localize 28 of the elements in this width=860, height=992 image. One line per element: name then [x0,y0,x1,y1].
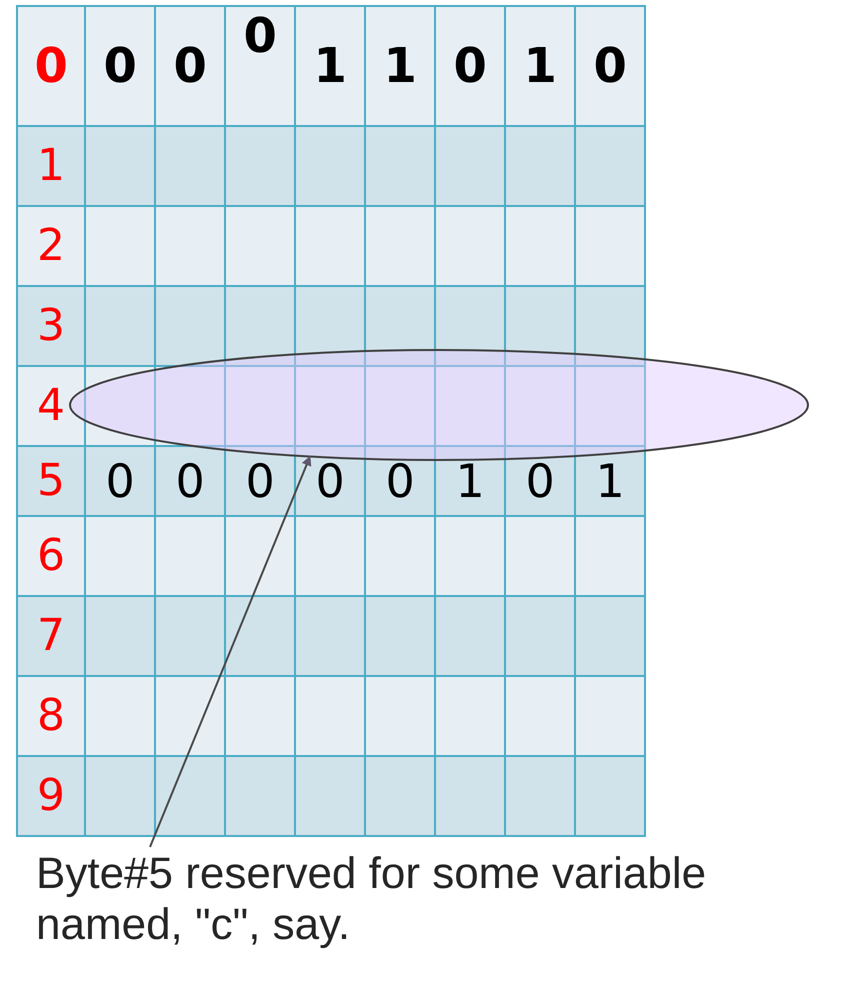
bit-digit: 0 [246,458,275,504]
bit-digit: 1 [314,42,347,90]
row-number: 6 [37,534,65,578]
bit-digit: 0 [526,458,555,504]
row-number: 8 [37,694,65,738]
bit-digit: 0 [104,42,137,90]
row-number: 7 [37,614,65,658]
bit-digit: 0 [454,42,487,90]
row-number: 1 [37,144,65,188]
bit-digit: 0 [106,458,135,504]
bit-digit: 1 [596,458,625,504]
row-number: 5 [37,459,65,503]
bit-digit: 0 [174,42,207,90]
row-number: 2 [37,224,65,268]
bit-digit: 0 [594,42,627,90]
row-number: 4 [37,384,65,428]
bit-digit: 0 [316,458,345,504]
row-number: 3 [37,304,65,348]
bit-digit: 1 [384,42,417,90]
bit-digit: 0 [244,12,277,60]
bit-digit: 0 [176,458,205,504]
row-number: 9 [37,774,65,818]
highlight-ellipse [69,349,809,461]
bit-digit: 1 [524,42,557,90]
note-text: Byte#5 reserved for some variable named, "c", say. [36,849,851,950]
bit-digit: 0 [386,458,415,504]
row-number: 0 [34,42,68,90]
bit-digit: 1 [456,458,485,504]
